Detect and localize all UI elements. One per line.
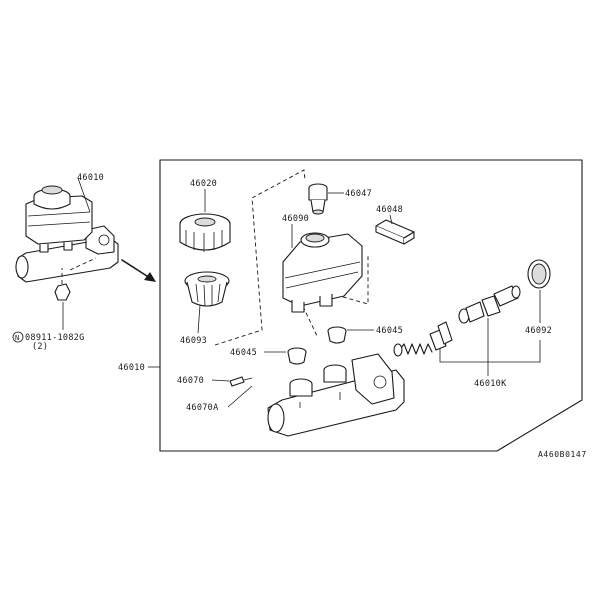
label-strainer: 46093: [180, 336, 207, 346]
label-piston-kit: 46010K: [474, 379, 507, 389]
leader-clip: [389, 214, 393, 225]
kit-bracket: [439, 340, 541, 363]
leader-pin-seal: [227, 385, 253, 408]
pin-drawing: [229, 376, 253, 387]
small-master-cylinder-drawing: [15, 185, 119, 301]
nut-code-circle: [12, 331, 24, 343]
label-clip: 46048: [376, 205, 403, 215]
label-nut-code: 08911-1082G: [25, 333, 85, 343]
arrow-icon: [121, 259, 156, 282]
leader-pin: [211, 379, 230, 382]
grommet-upper-drawing: [327, 326, 347, 344]
label-pin-seal: 46070A: [186, 403, 219, 413]
label-nut-prefix: N: [15, 334, 20, 342]
strainer-drawing: [184, 271, 230, 307]
label-pin: 46070: [177, 376, 204, 386]
fluid-reservoir-drawing: [282, 232, 363, 313]
leader-assembly-left: [77, 177, 91, 213]
reservoir-cap-drawing: [179, 213, 231, 252]
grommet-lower-drawing: [287, 347, 307, 365]
label-boot: 46092: [525, 326, 552, 336]
label-grommet-lower: 46045: [230, 348, 257, 358]
diagram-code: A460B0147: [538, 450, 587, 459]
label-assembly-left: 46010: [77, 173, 104, 183]
connector-fitting-drawing: [308, 183, 328, 215]
leader-strainer: [197, 304, 201, 334]
label-nut-qty: (2): [32, 342, 48, 352]
label-grommet-upper: 46045: [376, 326, 403, 336]
retainer-clip-drawing: [375, 219, 415, 245]
alignment-dashed-right: [335, 256, 369, 305]
label-cap: 46020: [190, 179, 217, 189]
label-fitting: 46047: [345, 189, 372, 199]
dust-boot-drawing: [527, 259, 551, 289]
master-cylinder-body-drawing: [267, 353, 405, 437]
label-assembly-main: 46010: [118, 363, 145, 373]
label-reservoir: 46090: [282, 214, 309, 224]
piston-assembly-drawing: [393, 285, 521, 357]
exploded-view-frame: [159, 159, 583, 452]
